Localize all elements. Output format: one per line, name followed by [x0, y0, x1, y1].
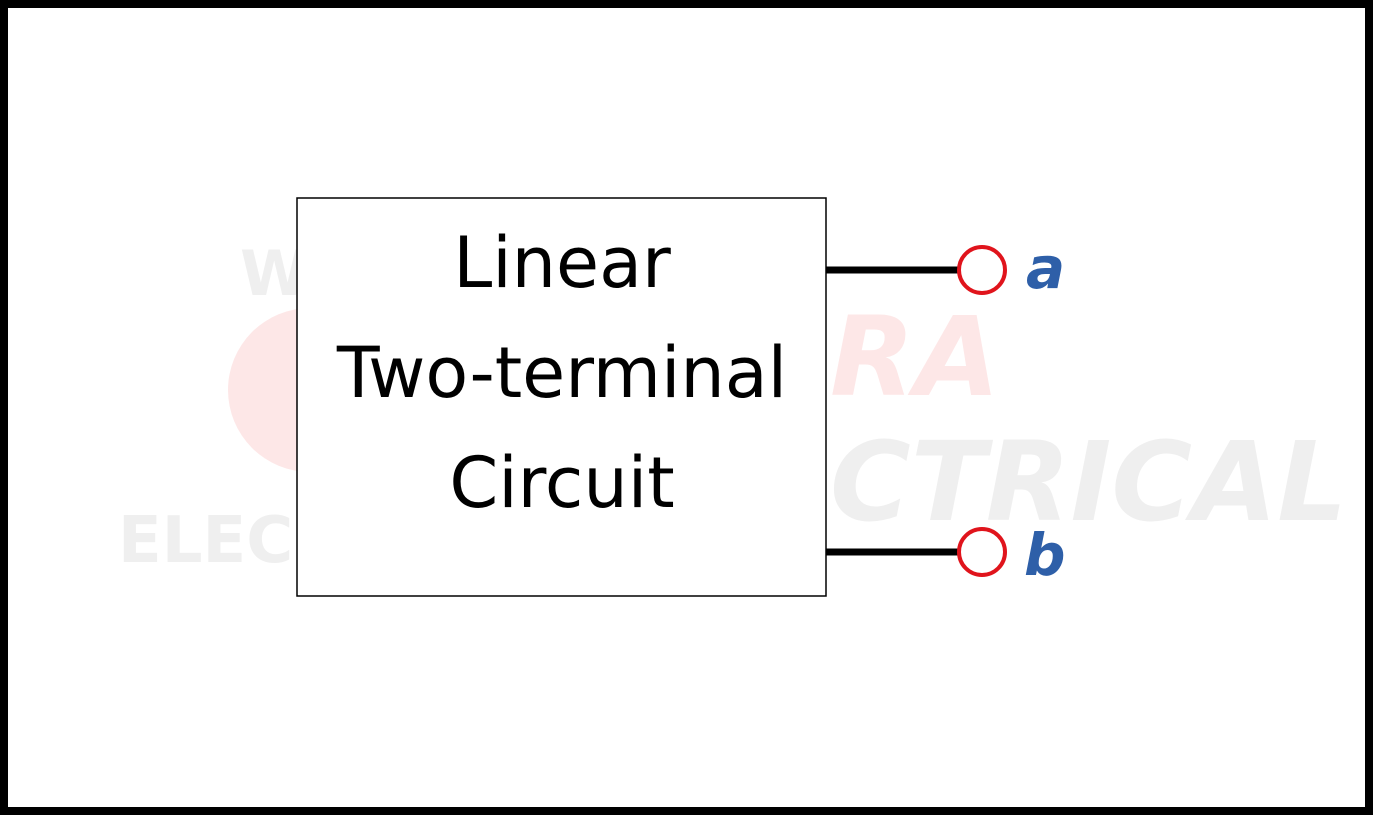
watermark-accent: RA — [830, 293, 1000, 421]
watermark-line2-left: ELEC — [118, 504, 293, 578]
block-line-2: Two-terminal — [336, 332, 787, 414]
block-line-1: Linear — [453, 222, 671, 304]
terminal-a-label: a — [1026, 234, 1065, 302]
terminal-a-circle — [957, 245, 1007, 295]
circuit-block — [296, 197, 827, 597]
terminal-b-circle — [957, 527, 1007, 577]
block-line-3: Circuit — [449, 442, 674, 524]
watermark-line2-right: CTRICAL — [830, 418, 1347, 546]
terminal-b-label: b — [1024, 521, 1066, 589]
